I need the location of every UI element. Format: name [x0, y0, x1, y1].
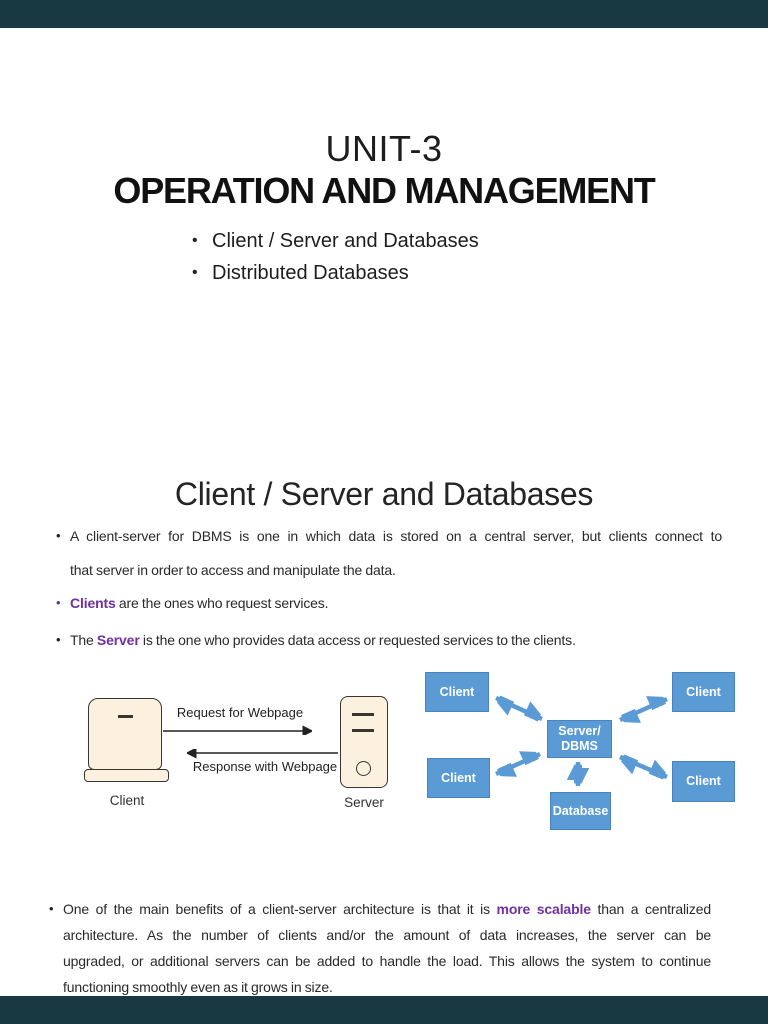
server-dbms-label-line1: Server/ [558, 724, 601, 738]
slide1-bullet-client-server: Client / Server and Databases [192, 228, 479, 260]
client-box-top-right: Client [672, 672, 735, 712]
slide1-title-line1: UNIT-3 [325, 128, 443, 169]
client-box-label: Client [439, 684, 475, 699]
database-box-label: Database [552, 803, 609, 818]
bullet2-rest: are the ones who request services. [115, 595, 329, 611]
arrow-client-br [620, 757, 667, 777]
slide2-heading: Client / Server and Databases [174, 476, 594, 512]
client-box-bottom-right: Client [672, 761, 735, 802]
client-box-label: Client [686, 774, 721, 788]
laptop-base [84, 769, 169, 782]
bullet3-line: The Server is the one who provides data … [56, 631, 722, 649]
more-scalable-highlight: more scalable [496, 901, 591, 917]
request-response-arrows [163, 655, 338, 820]
dbms-network-diagram: Client Client Client Client Server/ DBMS… [420, 655, 750, 845]
clients-highlight: Clients [70, 595, 116, 611]
paragraph-line3: upgraded, or additional servers can be a… [63, 953, 711, 969]
server-label: Server [344, 795, 384, 810]
server-dbms-label-line2: DBMS [561, 739, 598, 753]
client-label: Client [109, 793, 145, 808]
bullet1-line2: that server in order to access and manip… [70, 562, 396, 578]
client-server-diagram: Request for Webpage Response with Webpag… [80, 655, 410, 820]
server-slot-line [352, 713, 374, 716]
network-arrows [420, 655, 750, 786]
server-highlight: Server [96, 632, 140, 648]
paragraph-line4: functioning smoothly even as it grows in… [63, 979, 333, 995]
response-label: Response with Webpage [192, 759, 338, 774]
bullet3-rest: is the one who provides data access or r… [139, 632, 576, 648]
paragraph-line1: One of the main benefits of a client-ser… [49, 900, 712, 918]
p-line1-post: than a centralized [590, 901, 712, 917]
bullet2-line: Clients are the ones who request service… [56, 594, 722, 612]
arrow-client-bl [495, 754, 541, 774]
client-box-label: Client [686, 684, 721, 699]
database-box: Database [550, 792, 611, 830]
server-dbms-box: Server/ DBMS [547, 720, 612, 758]
slide1-title-line2: OPERATION AND MANAGEMENT [113, 170, 655, 211]
p-line1-pre: One of the main benefits of a client-ser… [63, 901, 497, 917]
client-box-top-left: Client [425, 672, 489, 712]
server-slot-line [352, 729, 374, 732]
bullet3-pre: The [70, 632, 97, 648]
slide1-bullet-distributed: Distributed Databases [192, 260, 479, 292]
laptop-screen-dash [118, 715, 133, 718]
viewer-top-bar [0, 0, 768, 28]
viewer-bottom-bar [0, 996, 768, 1024]
bullet1-line1: A client-server for DBMS is one in which… [56, 527, 722, 545]
arrow-client-tr [619, 699, 668, 720]
paragraph-line2: architecture. As the number of clients a… [63, 927, 711, 943]
request-label: Request for Webpage [176, 705, 304, 720]
server-power-button [356, 761, 371, 776]
arrow-client-tl [496, 698, 542, 719]
laptop-icon [88, 698, 162, 770]
client-box-bottom-left: Client [427, 758, 490, 798]
slide1-bullet-list: Client / Server and Databases Distribute… [192, 228, 479, 292]
client-box-label: Client [441, 770, 476, 785]
